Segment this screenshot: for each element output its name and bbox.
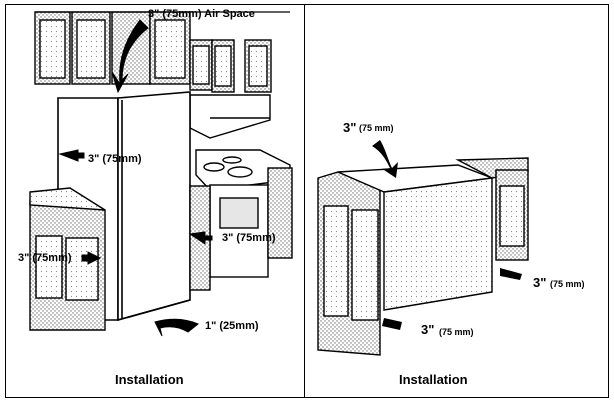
right-panel-frame xyxy=(304,4,609,398)
right-clearance-small: (75 mm) xyxy=(550,279,585,289)
range-hood xyxy=(189,94,271,139)
air-space-label: 3" (75mm) Air Space xyxy=(148,8,255,20)
right-clearance-big: 3" xyxy=(533,275,547,290)
top-clearance-big: 3" xyxy=(343,120,357,135)
top-clearance-small: (75 mm) xyxy=(359,123,394,133)
bottom-label: 1" (25mm) xyxy=(205,320,259,332)
left-arrows xyxy=(58,19,213,337)
right-counter xyxy=(317,157,529,356)
left-caption: Installation xyxy=(115,372,184,387)
right-caption: Installation xyxy=(399,372,468,387)
right-arrows xyxy=(372,140,522,330)
cabinet-side-label: 3" (75mm) xyxy=(18,252,72,264)
right-side-label: 3" (75mm) xyxy=(222,232,276,244)
bottom-clearance-small: (75 mm) xyxy=(439,327,474,337)
bottom-clearance-big: 3" xyxy=(421,322,435,337)
stove xyxy=(195,149,291,278)
left-side-label: 3" (75mm) xyxy=(88,153,142,165)
upper-cabinets xyxy=(34,11,272,93)
left-base-cabinet xyxy=(29,187,106,331)
